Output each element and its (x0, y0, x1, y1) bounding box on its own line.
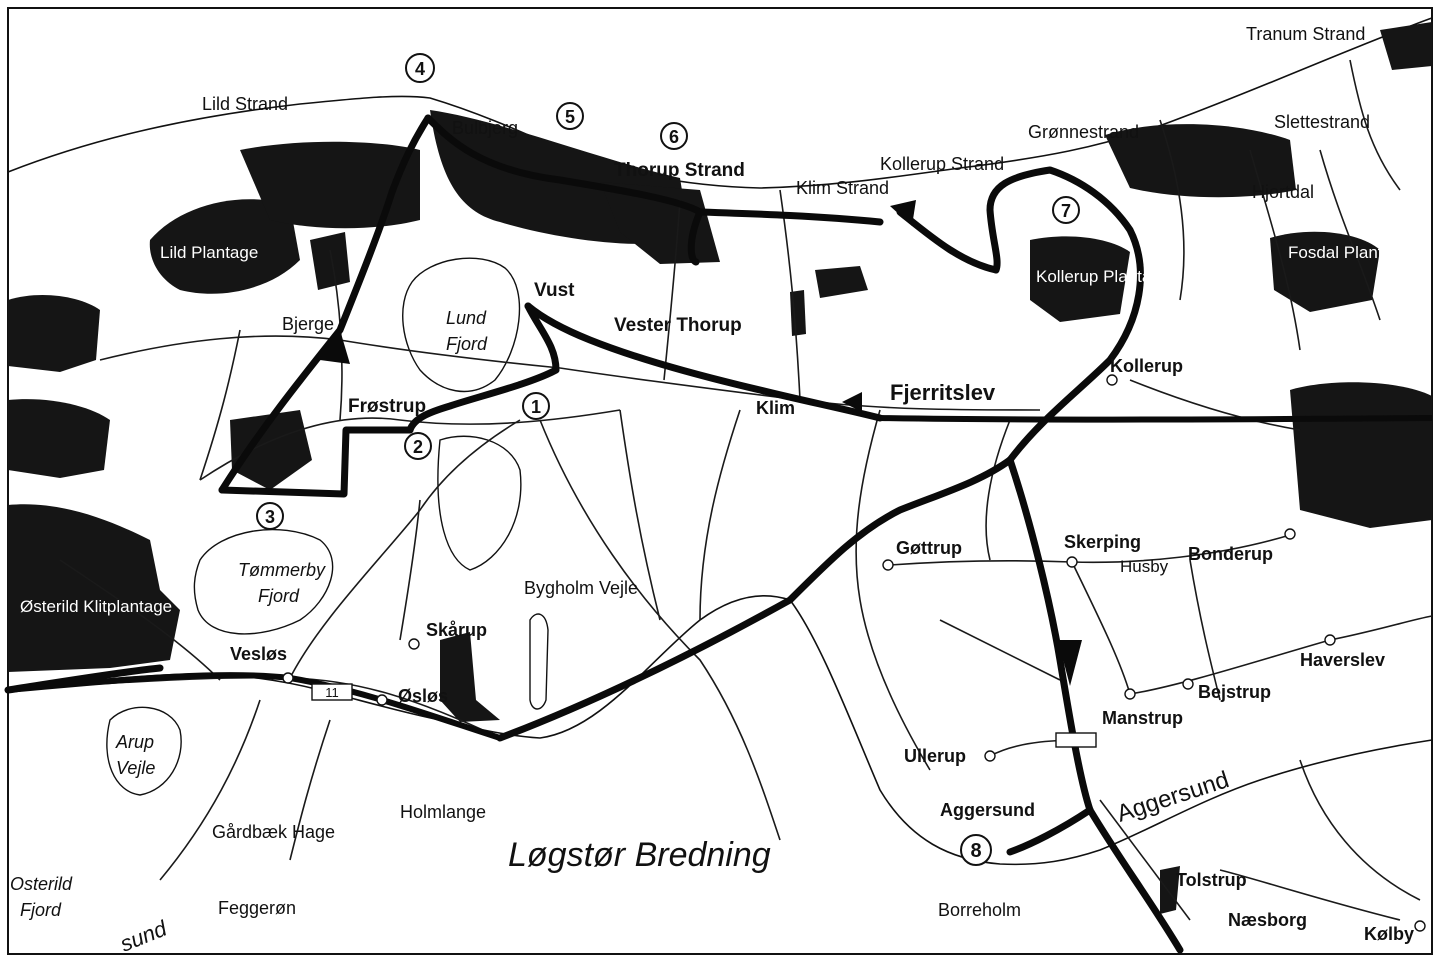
svg-text:6: 6 (669, 127, 679, 147)
label-skarup: Skårup (426, 620, 487, 640)
label-skerping: Skerping (1064, 532, 1141, 552)
arrow-south-icon (1058, 640, 1082, 686)
north-coastline (7, 17, 1433, 189)
label-lild-strand: Lild Strand (202, 94, 288, 114)
label-osterild: Osterild (10, 874, 73, 894)
label-lund: Lund (446, 308, 487, 328)
label-kolby: Kølby (1364, 924, 1414, 944)
svg-text:4: 4 (415, 59, 425, 79)
arrow-north-icon (320, 330, 350, 364)
lakes (106, 257, 549, 796)
label-husby: Husby (1120, 557, 1169, 576)
label-tranum-strand: Tranum Strand (1246, 24, 1365, 44)
waypoint-8: 8 (960, 834, 992, 866)
label-gottrup: Gøttrup (896, 538, 962, 558)
label-haverslev: Haverslev (1300, 650, 1385, 670)
label-fjerritslev: Fjerritslev (890, 380, 996, 405)
label-tommerby-fjord: Fjord (258, 586, 300, 606)
svg-text:1: 1 (531, 397, 541, 417)
route-11-shield: 11 (311, 683, 353, 701)
limfjord-coastline (7, 594, 1433, 866)
label-feggeron: Feggerøn (218, 898, 296, 918)
label-bejstrup: Bejstrup (1198, 682, 1271, 702)
label-vester-thorup: Vester Thorup (614, 315, 742, 336)
label-frostrup: Frøstrup (348, 396, 426, 417)
label-vesloes: Vesløs (230, 644, 287, 664)
label-bonderup: Bonderup (1188, 544, 1273, 564)
label-ullerup: Ullerup (904, 746, 966, 766)
label-aggersund-town: Aggersund (940, 800, 1035, 820)
waypoint-1: 1 (522, 392, 550, 420)
label-manstrup: Manstrup (1102, 708, 1183, 728)
label-osterild-plantage: Østerild Klitplantage (20, 597, 172, 616)
label-arup: Arup (115, 732, 154, 752)
label-gronnestrand: Grønnestrand (1028, 122, 1139, 142)
route-11-label: 11 (325, 685, 339, 700)
road-network (7, 59, 1433, 921)
waypoints: 1 2 3 4 5 6 7 8 (256, 53, 1080, 866)
waypoint-2: 2 (404, 432, 432, 460)
label-osterild-fjord: Fjord (20, 900, 62, 920)
label-klim: Klim (756, 398, 795, 418)
water-labels: Lund Fjord Tømmerby Fjord Arup Vejle Ost… (10, 308, 771, 920)
label-tommerby: Tømmerby (238, 560, 326, 580)
label-holmlange: Holmlange (400, 802, 486, 822)
label-kollerup-strand: Kollerup Strand (880, 154, 1004, 174)
label-hjortdal: Hjortdal (1252, 182, 1314, 202)
svg-text:8: 8 (970, 840, 981, 862)
route-arrows (320, 200, 1082, 686)
label-bjerge: Bjerge (282, 314, 334, 334)
label-borreholm: Borreholm (938, 900, 1021, 920)
label-vust: Vust (534, 280, 575, 301)
label-slettestrand: Slettestrand (1274, 112, 1370, 132)
svg-text:2: 2 (413, 437, 423, 457)
waypoint-6: 6 (660, 122, 688, 150)
label-fosdal-plantage: Fosdal Plantage (1288, 243, 1411, 262)
svg-text:7: 7 (1061, 201, 1071, 221)
label-tolstrup: Tolstrup (1176, 870, 1247, 890)
label-lund-fjord: Fjord (446, 334, 488, 354)
label-klim-strand: Klim Strand (796, 178, 889, 198)
label-thorup-strand: Thorup Strand (614, 160, 745, 181)
tour-route (4, 114, 1184, 954)
label-logstor-bredning: Løgstør Bredning (508, 836, 771, 874)
label-kollerup-plantage: Kollerup Plantage (1036, 267, 1170, 286)
svg-text:3: 3 (265, 507, 275, 527)
road-shield-small (1055, 732, 1097, 748)
label-osloes: Øsløs (398, 686, 448, 706)
waypoint-4: 4 (405, 53, 435, 83)
label-naesborg: Næsborg (1228, 910, 1307, 930)
arrow-east-icon (890, 200, 916, 226)
waypoint-3: 3 (256, 502, 284, 530)
label-arup-vejle: Vejle (116, 758, 155, 778)
label-kollerup: Kollerup (1110, 356, 1183, 376)
label-bulbjerg: Bulbjerg (452, 118, 518, 138)
label-lild-plantage: Lild Plantage (160, 243, 258, 262)
town-markers (282, 374, 1426, 932)
waypoint-5: 5 (556, 102, 584, 130)
label-gardbaek-hage: Gårdbæk Hage (212, 822, 335, 842)
waypoint-7: 7 (1052, 196, 1080, 224)
svg-text:5: 5 (565, 107, 575, 127)
arrow-west-icon (842, 392, 862, 412)
label-bygholm-vejle: Bygholm Vejle (524, 578, 638, 598)
